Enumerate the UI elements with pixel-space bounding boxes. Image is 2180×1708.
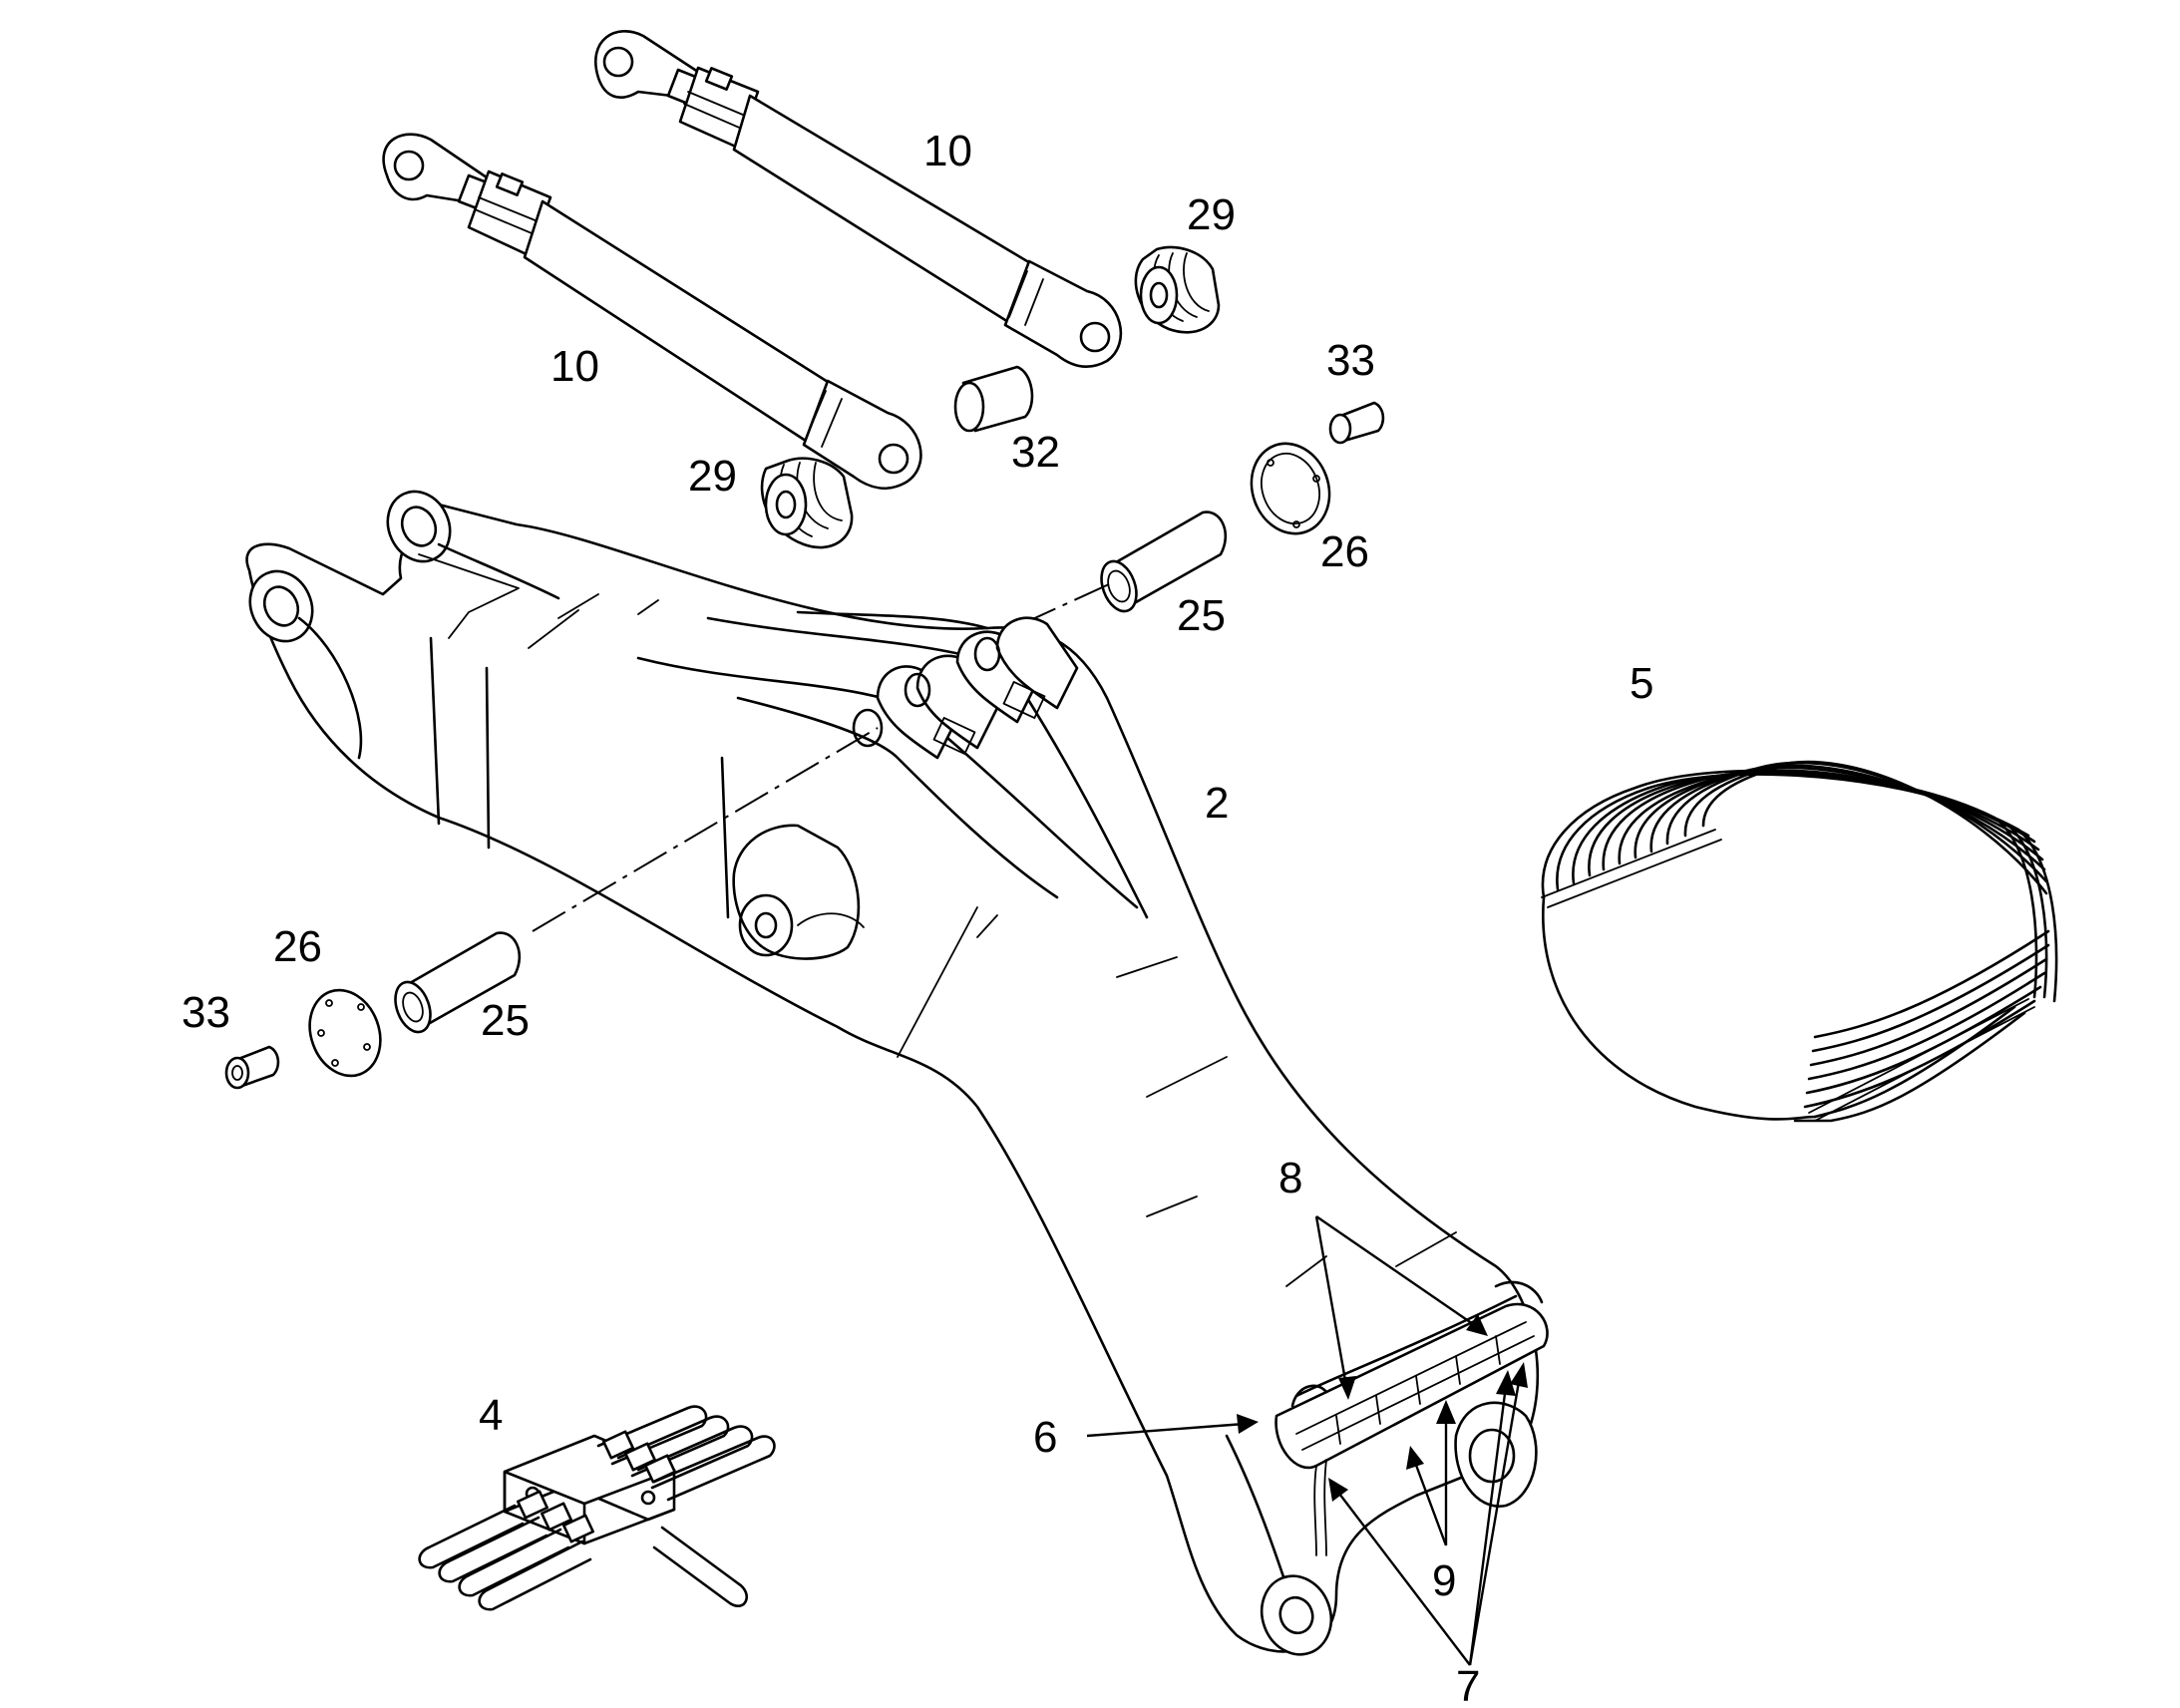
bushing-29-upper <box>1134 245 1221 334</box>
callout-25-left: 25 <box>481 996 530 1045</box>
pin-25-left <box>394 931 521 1034</box>
boom-arm-2 <box>245 490 1549 1656</box>
leader-lines <box>1086 1215 1528 1666</box>
callout-26-left: 26 <box>273 922 322 971</box>
hose-bundle-5 <box>1541 760 2058 1123</box>
callout-7: 7 <box>1456 1662 1480 1708</box>
callout-33-right: 33 <box>1326 336 1375 385</box>
callout-26-right: 26 <box>1320 527 1369 576</box>
hydraulic-cylinder-lower <box>382 133 922 490</box>
lock-plate-26-left <box>308 988 382 1078</box>
hydraulic-cylinder-upper <box>594 30 1123 368</box>
callout-10-lower: 10 <box>550 342 599 391</box>
callout-5: 5 <box>1630 659 1653 708</box>
callout-6: 6 <box>1033 1413 1057 1462</box>
callout-labels: 10 29 10 33 32 29 26 25 5 2 26 33 25 8 4… <box>182 127 1653 1708</box>
bolt-33-right <box>1328 401 1385 445</box>
bolt-33-left <box>224 1045 280 1090</box>
lock-plate-26-right <box>1250 442 1331 535</box>
callout-2: 2 <box>1205 779 1229 828</box>
callout-9: 9 <box>1432 1556 1456 1605</box>
callout-25-right: 25 <box>1177 591 1226 640</box>
assembly-axis-main <box>532 727 879 932</box>
sleeve-32 <box>953 365 1034 433</box>
pin-25-right <box>1100 511 1227 613</box>
callout-8: 8 <box>1278 1154 1302 1202</box>
callout-33-left: 33 <box>182 988 230 1037</box>
distribution-block-4 <box>418 1405 776 1611</box>
callout-4: 4 <box>479 1391 503 1440</box>
callout-29-lower: 29 <box>688 452 737 501</box>
callout-32: 32 <box>1011 428 1060 477</box>
callout-29-upper: 29 <box>1187 190 1236 239</box>
bushing-29-lower <box>760 457 854 549</box>
callout-10-upper: 10 <box>923 127 972 175</box>
